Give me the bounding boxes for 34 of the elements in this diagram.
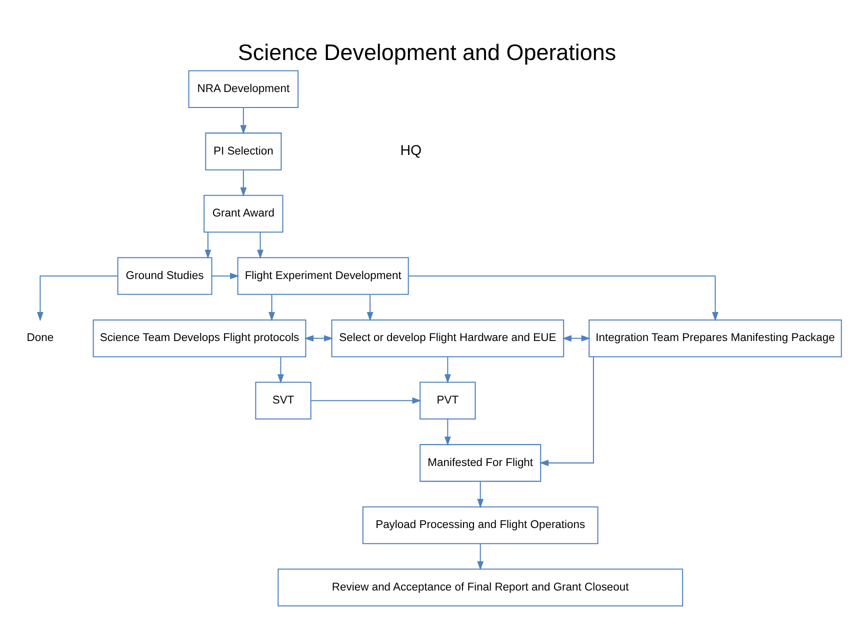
node-box: SVT [255,382,312,420]
node-box: NRA Development [188,70,299,108]
node-box: PI Selection [205,132,282,170]
arrow [36,276,118,322]
node-box: Ground Studies [117,257,212,295]
node-box: Select or develop Flight Hardware and EUE [331,319,564,358]
arrow [408,276,718,322]
arrow [268,294,275,322]
label: HQ [400,143,422,160]
node-box: PVT [420,382,476,420]
arrow [444,357,451,384]
arrow [204,232,212,259]
arrow [562,335,591,342]
arrow [477,482,484,508]
diagram-title: Science Development and Operations [238,40,616,66]
arrow [477,544,484,570]
arrow [240,108,247,134]
arrow [257,232,264,259]
node-box: Review and Acceptance of Final Report and Grant Closeout [278,568,684,606]
arrow [444,419,451,446]
node-box: Grant Award [204,194,284,233]
node-box: Flight Experiment Development [237,257,409,295]
arrow [277,357,284,384]
node-box: Science Team Develops Flight protocols [92,319,306,358]
node-box: Manifested For Flight [420,444,542,482]
node-text: Done [26,332,54,344]
arrow [366,294,374,322]
arrow [311,397,422,404]
arrow [304,335,334,342]
arrow [539,356,594,466]
node-box: Integration Team Prepares Manifesting Package [588,319,842,358]
arrow [240,170,247,197]
arrow [212,272,240,280]
node-box: Payload Processing and Flight Operations [362,506,598,544]
